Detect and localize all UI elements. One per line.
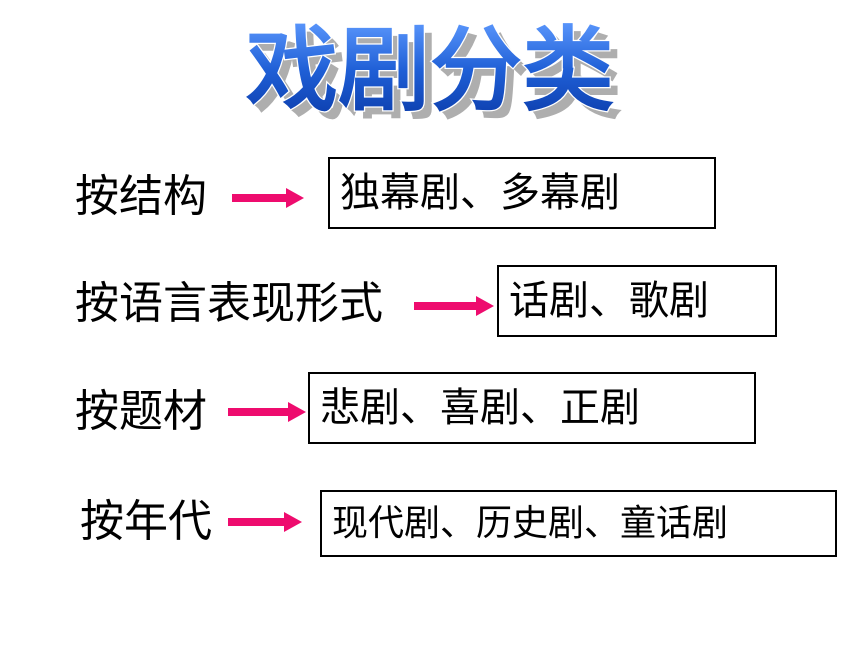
row-label-structure: 按结构 bbox=[75, 171, 207, 222]
row-label-era: 按年代 bbox=[80, 496, 212, 547]
page-title: 戏剧分类 戏剧分类 bbox=[0, 18, 860, 138]
arrow-right-icon bbox=[228, 402, 306, 422]
arrow-right-icon bbox=[232, 188, 304, 208]
value-box-language: 话剧、歌剧 bbox=[497, 265, 777, 337]
value-box-subject: 悲剧、喜剧、正剧 bbox=[308, 372, 756, 444]
arrow-right-icon bbox=[228, 512, 302, 532]
value-text-subject: 悲剧、喜剧、正剧 bbox=[320, 385, 640, 431]
title-shadow: 戏剧分类 bbox=[254, 25, 622, 132]
row-label-language: 按语言表现形式 bbox=[75, 278, 383, 329]
value-text-era: 现代剧、历史剧、童话剧 bbox=[332, 502, 729, 544]
value-box-structure: 独幕剧、多幕剧 bbox=[328, 157, 716, 229]
value-text-language: 话剧、歌剧 bbox=[509, 278, 709, 324]
value-text-structure: 独幕剧、多幕剧 bbox=[340, 170, 620, 216]
arrow-right-icon bbox=[414, 296, 494, 316]
row-label-subject: 按题材 bbox=[75, 386, 207, 437]
title-text: 戏剧分类 bbox=[246, 18, 614, 124]
value-box-era: 现代剧、历史剧、童话剧 bbox=[320, 490, 837, 557]
